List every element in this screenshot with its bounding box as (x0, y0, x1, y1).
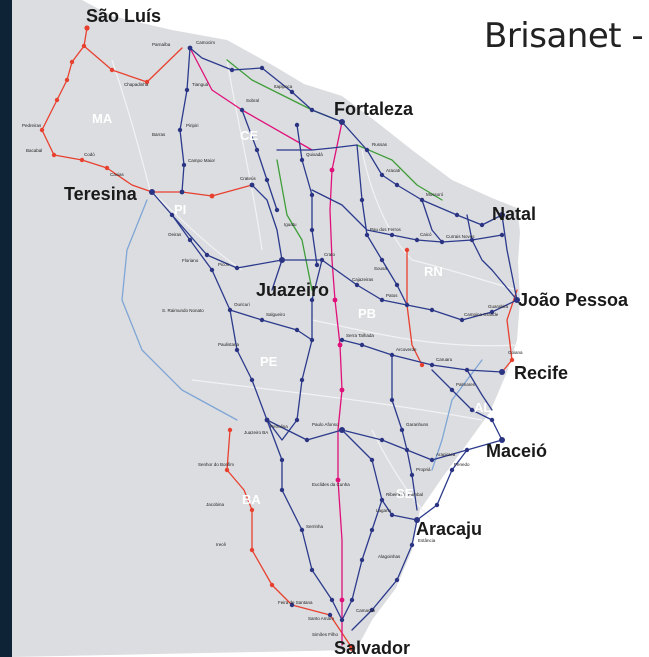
label-campina-grande: Campina Grande (464, 312, 499, 317)
label-piripiri: Piripiri (186, 123, 199, 128)
label-feira: Feira de Santana (278, 600, 313, 605)
label-caxias: Caxias (110, 172, 125, 177)
label-picos: Picos (218, 262, 230, 267)
label-caruaru: Caruaru (436, 357, 453, 362)
city-maceio: Maceió (486, 441, 547, 461)
label-jacobina: Jacobina (206, 502, 225, 507)
label-salgueiro: Salgueiro (266, 312, 286, 317)
state-ce: CE (240, 128, 258, 143)
label-arcoverde: Arcoverde (396, 347, 417, 352)
city-recife: Recife (514, 363, 568, 383)
label-ouricuri: Ouricuri (234, 302, 250, 307)
route-green-2 (276, 159, 313, 291)
city-teresina: Teresina (64, 184, 138, 204)
route-red-pi (151, 184, 253, 197)
label-paulo-afonso: Paulo Afonso (312, 422, 339, 427)
state-pe: PE (260, 354, 278, 369)
label-tiangua: Tianguá (192, 82, 209, 87)
label-parnaiba: Parnaíba (152, 42, 171, 47)
label-irece: Irecê (216, 542, 227, 547)
label-garanhuns: Garanhuns (406, 422, 429, 427)
label-sobral: Sobral (246, 98, 259, 103)
label-oeiras: Oeiras (168, 232, 182, 237)
city-natal: Natal (492, 204, 536, 224)
label-sao-raimundo: S. Raimundo Nonato (162, 308, 204, 313)
label-crateus: Crateús (240, 176, 257, 181)
network-map: Camocim Parnaíba Tianguá Sobral Itapipoc… (12, 0, 629, 657)
city-juazeiro: Juazeiro (256, 280, 329, 300)
label-barras: Barras (152, 132, 166, 137)
label-alagoinhas: Alagoinhas (378, 554, 401, 559)
label-goiana: Goiana (508, 350, 523, 355)
label-floriano: Floriano (182, 258, 199, 263)
label-camocim: Camocim (196, 40, 215, 45)
label-bacabal: Bacabal (26, 148, 42, 153)
brisanet-title: Brisanet - (484, 16, 644, 56)
label-penedo: Penedo (454, 462, 470, 467)
label-guarabira: Guarabira (488, 304, 509, 309)
label-santo-amaro: Santo Amaro (308, 616, 335, 621)
label-currais-novos: Currais Novos (446, 234, 475, 239)
route-blue (121, 199, 238, 421)
label-palmares: Palmares (456, 382, 476, 387)
state-ma: MA (92, 111, 113, 126)
label-senhor-do-bonfim: Senhor do Bonfim (198, 462, 234, 467)
slide-canvas: Brisanet - (12, 0, 649, 657)
label-crato: Crato (324, 252, 336, 257)
label-itapipoca: Itapipoca (274, 84, 293, 89)
label-quixada: Quixadá (306, 152, 323, 157)
label-patos: Patos (386, 293, 398, 298)
city-sao-luis: São Luís (86, 6, 161, 26)
label-arapiraca: Arapiraca (436, 452, 456, 457)
label-estancia: Estância (418, 538, 436, 543)
label-serrinha: Serrinha (306, 524, 324, 529)
label-caico: Caicó (420, 232, 432, 237)
route-red-coast (501, 289, 518, 373)
state-rn: RN (424, 264, 443, 279)
label-cajazeiras: Cajazeiras (352, 277, 374, 282)
state-pb: PB (358, 306, 376, 321)
label-camacari: Camaçari (356, 608, 375, 613)
label-russas: Russas (372, 142, 388, 147)
state-al: AL (474, 400, 491, 415)
label-pau-dos-ferros: Pau dos Ferros (370, 227, 402, 232)
label-codo: Codó (84, 152, 95, 157)
city-aracaju: Aracaju (416, 519, 482, 539)
label-ribeira: Ribeira do Pombal (386, 492, 423, 497)
label-serra-talhada: Serra Talhada (346, 333, 374, 338)
label-propria: Propriá (416, 467, 431, 472)
state-pi: PI (174, 202, 186, 217)
route-pink (329, 121, 343, 646)
state-boundaries (111, 59, 518, 521)
label-pedreiras: Pedreiras (22, 123, 42, 128)
state-ba: BA (242, 492, 261, 507)
label-paulistana: Paulistana (218, 342, 240, 347)
land-mass (12, 0, 520, 657)
route-red-rn (406, 249, 423, 366)
route-red-ma-2 (83, 45, 183, 83)
label-iguatu: Iguatu (284, 222, 297, 227)
label-campo-maior: Campo Maior (188, 158, 216, 163)
label-juazeiro-ba: Juazeiro BA (244, 430, 268, 435)
network-nodes (39, 25, 520, 651)
label-aracati: Aracati (386, 168, 400, 173)
label-lagarto: Lagarto (376, 508, 392, 513)
route-pink-2 (189, 47, 313, 151)
route-green-3 (356, 144, 443, 201)
city-joao-pessoa: João Pessoa (518, 290, 629, 310)
label-sousa: Sousa (374, 266, 387, 271)
label-euclides: Euclides da Cunha (312, 482, 350, 487)
route-blue-2 (431, 359, 483, 471)
label-petrolina: Petrolina (270, 424, 288, 429)
label-simoes-filho: Simões Filho (312, 632, 339, 637)
state-se: SE (396, 486, 414, 501)
label-chapadinha: Chapadinha (124, 82, 149, 87)
city-fortaleza: Fortaleza (334, 99, 414, 119)
label-mossoro: Mossoró (426, 192, 444, 197)
city-salvador: Salvador (334, 638, 410, 657)
